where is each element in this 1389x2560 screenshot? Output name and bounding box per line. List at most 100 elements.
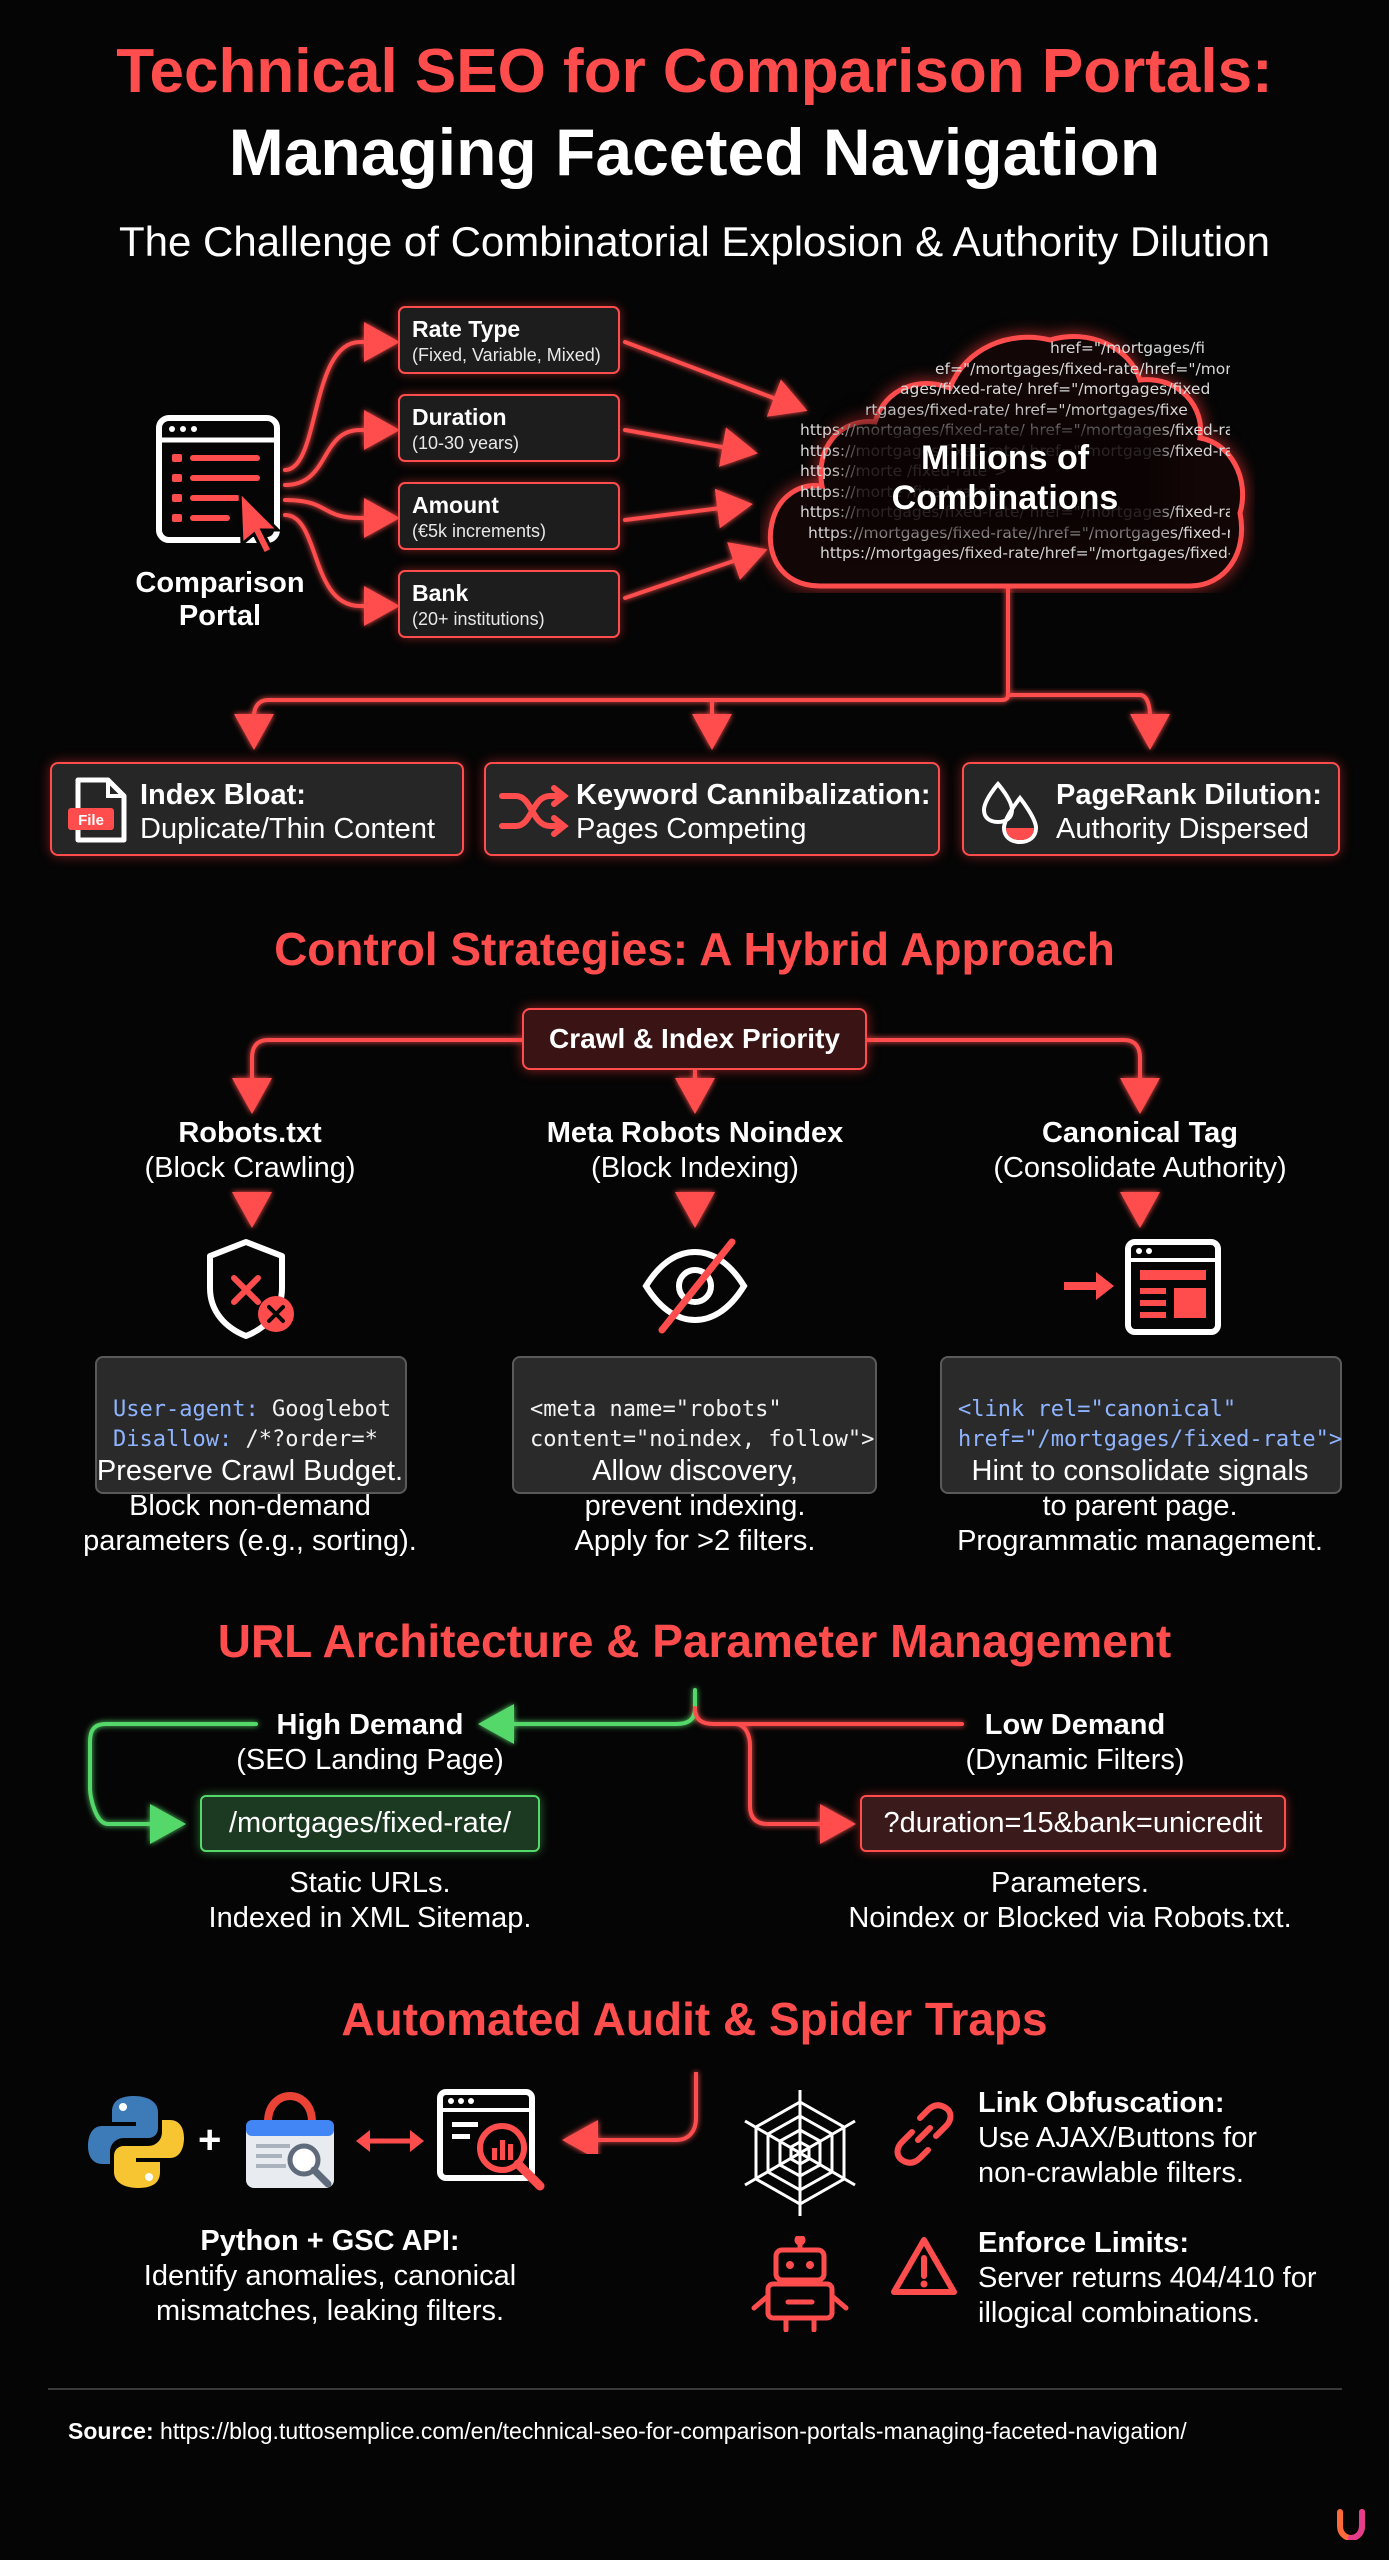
desc-line: non-crawlable filters. (978, 2157, 1244, 2189)
code-value: Googlebot (258, 1397, 392, 1422)
cloud-url-line: https://mortgages/fixed-rate//href="/mor… (808, 523, 1230, 542)
desc-line: Identify anomalies, canonical (143, 2260, 517, 2292)
code-value: /*?order=* (232, 1427, 378, 1452)
strategy-subtitle: (Consolidate Authority) (993, 1152, 1287, 1184)
issue-detail: Authority Dispersed (1056, 813, 1310, 845)
footer-source: Source: https://blog.tuttosemplice.com/e… (68, 2418, 1368, 2445)
strategy-title: Canonical Tag (1041, 1117, 1239, 1149)
code-line: <meta name="robots" (530, 1397, 782, 1422)
link-icon (894, 2102, 954, 2166)
enforce-limits-item: Enforce Limits: Server returns 404/410 f… (978, 2226, 1368, 2331)
high-demand-url-text: /mortgages/fixed-rate/ (228, 1807, 512, 1839)
high-demand-heading: High Demand (SEO Landing Page) (190, 1708, 550, 1778)
canonical-description: Hint to consolidate signals to parent pa… (910, 1454, 1370, 1559)
python-gsc-description: Python + GSC API: Identify anomalies, ca… (90, 2224, 570, 2329)
parameter-box-rate-type: Rate Type (Fixed, Variable, Mixed) (398, 306, 620, 374)
parameter-box-duration: Duration (10-30 years) (398, 394, 620, 462)
desc-line: Parameters. (991, 1867, 1149, 1899)
low-demand-subtitle: (Dynamic Filters) (965, 1744, 1185, 1776)
desc-line: Block non-demand (129, 1490, 371, 1522)
parameter-box-amount: Amount (€5k increments) (398, 482, 620, 550)
noindex-code-block: <meta name="robots" content="noindex, fol… (512, 1356, 877, 1494)
report-analysis-icon (437, 2089, 545, 2191)
issue-title: Keyword Cannibalization: (576, 779, 931, 811)
desc-line: Preserve Crawl Budget. (96, 1455, 404, 1487)
strategy-subtitle: (Block Crawling) (144, 1152, 356, 1184)
spider-web-icon (744, 2090, 856, 2216)
cloud-url-line: https://mortgages/fixed-rate/href="/mort… (820, 544, 1230, 562)
issue-pagerank-dilution: PageRank Dilution: Authority Dispersed (962, 762, 1340, 856)
tool-title: Python + GSC API: (200, 2225, 460, 2257)
issue-detail: Duplicate/Thin Content (140, 813, 435, 845)
code-key: Disallow: (113, 1427, 233, 1452)
comparison-portal: Comparison Portal (120, 412, 320, 632)
desc-line: parameters (e.g., sorting). (83, 1525, 417, 1557)
high-demand-url: /mortgages/fixed-rate/ (200, 1795, 540, 1852)
section-title-audit: Automated Audit & Spider Traps (341, 1993, 1048, 2045)
desc-line: illogical combinations. (978, 2297, 1261, 2329)
desc-line: Use AJAX/Buttons for (978, 2122, 1257, 2154)
source-link[interactable]: https://blog.tuttosemplice.com/en/techni… (160, 2418, 1187, 2444)
cloud-label: Millions of Combinations (860, 436, 1150, 520)
source-label: Source: (68, 2418, 154, 2444)
combinations-cloud: href="/mortgages/fi ef="/mortgages/fixed… (760, 318, 1255, 593)
cloud-label-line-2: Combinations (891, 479, 1119, 517)
code-line: <link rel="canonical" (958, 1397, 1237, 1422)
cloud-url-line: https://mortgages/fixed-rate/ href="/mor… (800, 421, 1230, 439)
parameter-detail: (20+ institutions) (412, 609, 545, 629)
eye-slash-icon (642, 1238, 748, 1334)
strategy-title: Meta Robots Noindex (546, 1117, 844, 1149)
robots-description: Preserve Crawl Budget. Block non-demand … (20, 1454, 480, 1559)
crawl-index-priority-badge: Crawl & Index Priority (522, 1008, 867, 1070)
strategy-subtitle: (Block Indexing) (591, 1152, 799, 1184)
strategy-noindex-heading: Meta Robots Noindex (Block Indexing) (475, 1116, 915, 1186)
section-title-url-architecture: URL Architecture & Parameter Management (217, 1615, 1172, 1667)
desc-line: Static URLs. (289, 1867, 451, 1899)
issue-index-bloat: File Index Bloat: Duplicate/Thin Content (50, 762, 464, 856)
cloud-label-line-1: Millions of (920, 439, 1090, 477)
desc-line: Programmatic management. (957, 1525, 1323, 1557)
low-demand-heading: Low Demand (Dynamic Filters) (895, 1708, 1255, 1778)
file-icon: File (68, 777, 127, 843)
double-arrow-icon (356, 2130, 424, 2152)
audit-item-title: Link Obfuscation: (978, 2087, 1225, 2119)
portal-label-line-2: Portal (178, 600, 262, 632)
code-line: content="noindex, follow"> (530, 1427, 875, 1452)
footer-divider (48, 2388, 1342, 2390)
code-line: href="/mortgages/fixed-rate"> (958, 1427, 1343, 1452)
warning-icon (891, 2237, 957, 2295)
brand-logo-icon (1337, 2509, 1365, 2540)
crawl-index-priority-label: Crawl & Index Priority (549, 1023, 840, 1054)
canonical-page-icon (1064, 1239, 1221, 1335)
link-obfuscation-item: Link Obfuscation: Use AJAX/Buttons for n… (978, 2086, 1358, 2191)
portal-label-line-1: Comparison (135, 567, 305, 599)
desc-line: Apply for >2 filters. (574, 1525, 816, 1557)
drop-icon (981, 780, 1039, 845)
parameter-title: Bank (412, 580, 469, 606)
plus-sign: + (198, 2118, 222, 2162)
audit-connector (562, 2072, 698, 2158)
parameter-title: Duration (412, 404, 507, 430)
cloud-url-line: ef="/mortgages/fixed-rate/href="/mortgag… (935, 359, 1230, 378)
strategy-canonical-heading: Canonical Tag (Consolidate Authority) (920, 1116, 1360, 1186)
desc-line: Indexed in XML Sitemap. (208, 1902, 532, 1934)
desc-line: Hint to consolidate signals (971, 1455, 1309, 1487)
page-subtitle: The Challenge of Combinatorial Explosion… (119, 218, 1270, 265)
file-icon-text: File (78, 812, 104, 829)
robot-icon (751, 2236, 849, 2332)
issue-title: PageRank Dilution: (1056, 779, 1322, 811)
shuffle-icon (499, 785, 569, 837)
parameter-title: Amount (412, 492, 499, 518)
shield-x-icon (207, 1239, 294, 1339)
low-demand-url-text: ?duration=15&bank=unicredit (883, 1807, 1263, 1839)
high-demand-subtitle: (SEO Landing Page) (236, 1744, 504, 1776)
high-demand-description: Static URLs. Indexed in XML Sitemap. (150, 1866, 590, 1936)
high-demand-title: High Demand (276, 1709, 464, 1741)
url-architecture-connectors (88, 1688, 964, 1844)
strategy-robots-heading: Robots.txt (Block Crawling) (30, 1116, 470, 1186)
issue-detail: Pages Competing (576, 813, 807, 845)
code-key: User-agent: (113, 1397, 259, 1422)
cloud-url-line: ages/fixed-rate/ href="/mortgages/fixed (900, 380, 1211, 398)
parameter-box-bank: Bank (20+ institutions) (398, 570, 620, 638)
